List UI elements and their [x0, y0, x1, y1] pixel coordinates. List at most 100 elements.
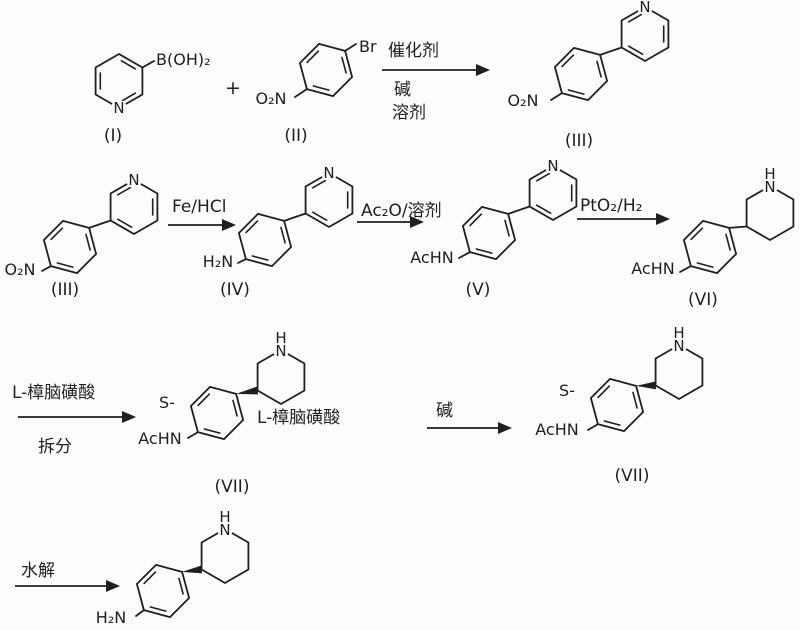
- double-bond-inner-line: [50, 227, 64, 241]
- structure-final-aminophenyl-piperidine: N H H₂N: [96, 508, 250, 627]
- benzene-ring: [682, 219, 738, 275]
- double-bond-inner-line: [696, 262, 714, 268]
- double-bond-inner-line: [469, 213, 483, 227]
- condition-base: 碱: [436, 401, 453, 421]
- nitro-group-label: O₂N: [5, 260, 36, 279]
- atom-gap: [671, 337, 687, 353]
- stereo-wedge-bond: [182, 565, 203, 574]
- double-bond-inner-line: [725, 233, 731, 251]
- boronic-acid-group-label: B(OH)₂: [156, 50, 211, 69]
- condition-hydrolysis: 水解: [21, 561, 55, 581]
- double-bond-inner-line: [143, 571, 157, 585]
- benzene-ring: [237, 212, 293, 268]
- reaction-arrow-step1: 催化剂 碱 溶剂: [382, 41, 490, 123]
- atom-gap: [637, 0, 653, 15]
- double-bond-inner-line: [627, 13, 644, 23]
- s-configuration-label: S-: [559, 381, 575, 400]
- double-bond-inner-line: [535, 204, 552, 214]
- structure-vii-salt: N H S- AcHN L-樟脑磺酸 (VII): [138, 329, 340, 497]
- bond-to-boronic-acid: [141, 60, 155, 69]
- ring-outline: [654, 343, 704, 401]
- ring-outline: [553, 46, 609, 102]
- benzene-ring: [589, 377, 645, 433]
- ring-outline: [304, 171, 354, 229]
- pyridine-ring: N: [620, 0, 670, 63]
- arrow-head: [410, 216, 424, 228]
- acetamido-group-label: AcHN: [631, 259, 674, 278]
- double-bond-inner-line: [603, 420, 621, 426]
- compound-number-iii: (III): [51, 280, 79, 300]
- benzene-ring: [42, 219, 98, 275]
- double-bond-inner-line: [232, 399, 238, 417]
- bond-to-nitro: [550, 92, 563, 101]
- atom-gap: [273, 342, 289, 358]
- double-bond-inner-line: [120, 59, 137, 70]
- bond-to-acetamido: [587, 423, 599, 431]
- plus-sign: +: [225, 77, 241, 99]
- atom-gap: [321, 165, 337, 181]
- double-bond-inner-line: [627, 45, 644, 56]
- pyridine-nitrogen-label: N: [323, 164, 334, 182]
- ring-outline: [200, 527, 250, 585]
- reaction-arrow-step5: L-樟脑磺酸 拆分: [12, 383, 136, 457]
- bond-to-nitro: [41, 265, 52, 272]
- double-bond-inner-line: [504, 219, 510, 237]
- arrow-head: [106, 580, 120, 592]
- piperidine-nh-hydrogen-label: H: [764, 165, 775, 183]
- condition-solvent: 溶剂: [392, 103, 426, 123]
- structure-iv-aminophenyl-pyridine: N H₂N (IV): [203, 164, 354, 300]
- double-bond-inner-line: [311, 179, 328, 189]
- ring-outline: [237, 212, 293, 268]
- double-bond-inner-line: [178, 577, 184, 595]
- double-bond-inner-line: [341, 56, 347, 74]
- benzene-ring: [553, 46, 609, 102]
- acetamido-group-label: AcHN: [410, 248, 453, 267]
- camphorsulfonate-salt-label: L-樟脑磺酸: [257, 408, 340, 428]
- ring-outline: [682, 219, 738, 275]
- acetamido-group-label: AcHN: [535, 420, 578, 439]
- bond-to-acetamido: [458, 251, 471, 259]
- ring-outline: [620, 5, 670, 63]
- ring-outline: [745, 184, 795, 242]
- condition-camphorsulfonic-acid: L-樟脑磺酸: [12, 383, 95, 403]
- condition-acetic-anhydride: Ac₂O/溶剂: [361, 201, 442, 221]
- double-bond-inner-line: [85, 233, 91, 251]
- compound-number-iv: (IV): [220, 280, 250, 300]
- atom-gap: [545, 158, 561, 174]
- piperidine-nh-hydrogen-label: H: [673, 324, 684, 342]
- double-bond-inner-line: [632, 391, 638, 409]
- piperidine-ring: N: [256, 342, 306, 406]
- nitro-group-label: O₂N: [508, 91, 539, 110]
- ring-outline: [298, 42, 354, 98]
- benzene-ring: [298, 42, 354, 98]
- benzene-ring: [135, 563, 191, 619]
- compound-number-vii: (VII): [215, 477, 250, 497]
- ring-outline: [461, 205, 517, 261]
- condition-iron-hcl: Fe/HCl: [172, 197, 226, 217]
- piperidine-nitrogen-label: N: [764, 178, 775, 196]
- condition-base: 碱: [394, 80, 411, 100]
- structure-v-acetamidophenyl-pyridine: N AcHN (V): [410, 157, 578, 300]
- acetamido-group-label: AcHN: [138, 429, 181, 448]
- double-bond-inner-line: [116, 186, 133, 196]
- piperidine-nh-hydrogen-label: H: [275, 329, 286, 347]
- ring-outline: [135, 563, 191, 619]
- compound-number-vi: (VI): [688, 290, 718, 310]
- double-bond-inner-line: [311, 211, 328, 221]
- bond-to-amine: [135, 609, 145, 617]
- double-bond-inner-line: [203, 428, 221, 434]
- pyridine-ring: N: [109, 171, 159, 236]
- bond-to-amine: [237, 258, 247, 264]
- reaction-arrow-step4: PtO₂/H₂: [577, 196, 670, 225]
- reaction-arrow-step3: Ac₂O/溶剂: [357, 201, 442, 228]
- bond-to-acetamido: [187, 431, 199, 439]
- double-bond-inner-line: [280, 226, 286, 244]
- pyridine-ring: N: [304, 164, 354, 229]
- s-configuration-label: S-: [159, 393, 175, 412]
- pyridine-ring: N: [94, 52, 144, 117]
- biaryl-bond: [507, 205, 531, 215]
- double-bond-inner-line: [597, 385, 611, 399]
- arrow-head: [498, 422, 512, 434]
- double-bond-inner-line: [197, 393, 211, 407]
- double-bond-inner-line: [120, 92, 137, 102]
